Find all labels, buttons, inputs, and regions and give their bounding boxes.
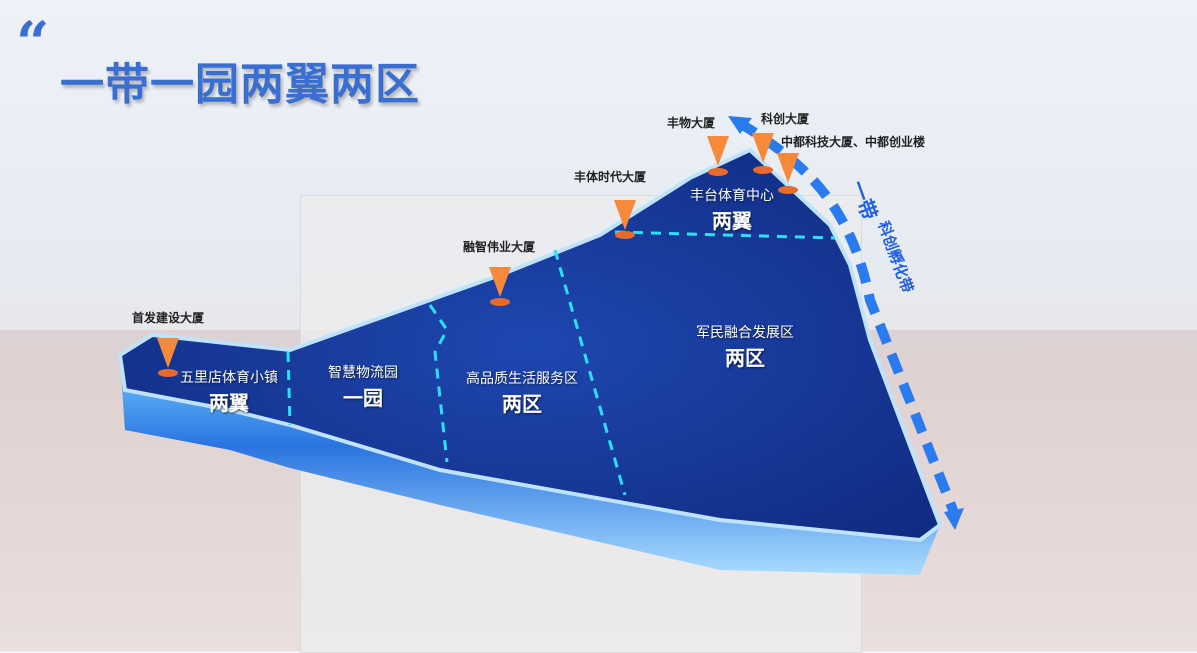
divider-1 xyxy=(286,351,292,426)
belt-arrow xyxy=(735,117,960,517)
zone-wulidian: 五里店体育小镇 两翼 xyxy=(180,367,278,416)
belt-arrow-head-bottom xyxy=(944,508,964,530)
divider-2 xyxy=(428,304,449,463)
building-label: 中都科技大厦、中都创业楼 xyxy=(781,135,926,149)
divider-4 xyxy=(614,230,836,240)
zone-dividers xyxy=(286,230,836,496)
location-pin-icon xyxy=(157,338,179,368)
zone-type: 两翼 xyxy=(712,209,752,233)
zone-name: 五里店体育小镇 xyxy=(180,370,278,386)
zone-type: 两区 xyxy=(725,346,765,370)
zone-military-civil: 军民融合发展区 两区 xyxy=(696,322,794,371)
zone-name: 智慧物流园 xyxy=(328,365,398,381)
building-label: 科创大厦 xyxy=(761,112,810,126)
divider-3 xyxy=(553,249,627,496)
building-label: 融智伟业大厦 xyxy=(463,240,536,254)
page-title: 一带一园两翼两区 xyxy=(60,59,420,110)
quote-mark-icon: “ xyxy=(16,9,50,77)
zone-living-service: 高品质生活服务区 两区 xyxy=(466,368,578,417)
building-label: 丰体时代大厦 xyxy=(574,170,647,184)
zone-type: 两区 xyxy=(502,392,542,416)
location-pin-icon xyxy=(489,267,511,297)
location-pin-icon xyxy=(777,153,799,183)
zone-sports-center: 丰台体育中心 两翼 xyxy=(690,185,774,234)
building-label: 丰物大厦 xyxy=(667,116,716,130)
zone-name: 高品质生活服务区 xyxy=(466,371,578,387)
location-pin-icon xyxy=(707,136,729,166)
location-pin-icon xyxy=(614,200,636,230)
map-thickness xyxy=(120,360,940,575)
building-label: 首发建设大厦 xyxy=(132,311,205,325)
belt-arrow-head-top xyxy=(728,116,752,134)
zone-name: 丰台体育中心 xyxy=(690,188,774,204)
zone-name: 军民融合发展区 xyxy=(696,325,794,341)
map-surface xyxy=(117,147,943,543)
zone-type: 一园 xyxy=(343,386,383,410)
location-pin-icon xyxy=(752,133,774,163)
zone-type: 两翼 xyxy=(209,391,249,415)
pin-bases xyxy=(158,166,798,377)
zone-logistics: 智慧物流园 一园 xyxy=(328,362,398,411)
